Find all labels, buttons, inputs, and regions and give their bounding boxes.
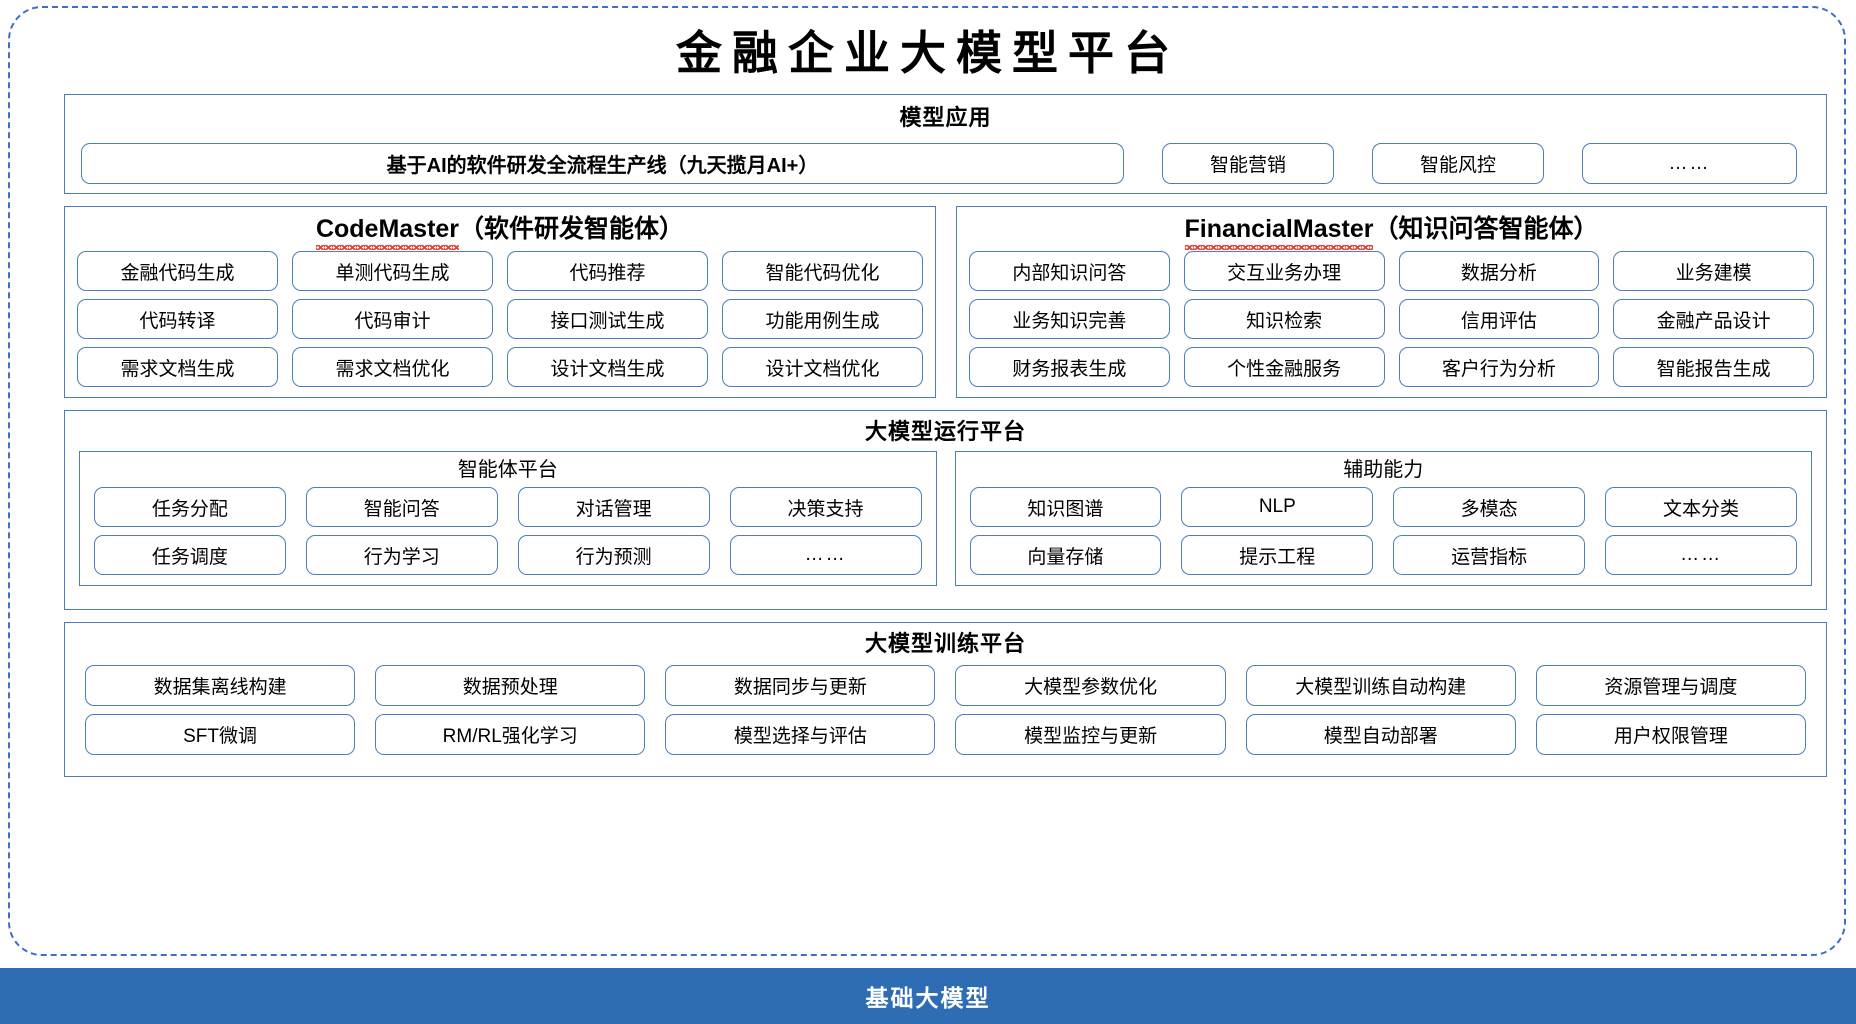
agent-platform-item[interactable]: 任务分配 <box>94 487 286 527</box>
financialmaster-capability[interactable]: 个性金融服务 <box>1183 347 1385 387</box>
application-layer-panel: 模型应用 基于AI的软件研发全流程生产线（九天揽月AI+） 智能营销 智能风控 … <box>64 94 1827 194</box>
financialmaster-capability[interactable]: 信用评估 <box>1398 299 1600 339</box>
codemaster-capability[interactable]: 功能用例生成 <box>722 299 923 339</box>
training-item[interactable]: 用户权限管理 <box>1535 714 1806 755</box>
app-item-intelligent-marketing[interactable]: 智能营销 <box>1162 143 1334 184</box>
codemaster-capability[interactable]: 设计文档生成 <box>507 347 708 387</box>
agent-subtitle-codemaster: （软件研发智能体） <box>459 215 685 243</box>
agent-panel-codemaster: CodeMaster（软件研发智能体） 金融代码生成 单测代码生成 代码推荐 智… <box>64 206 936 398</box>
codemaster-capability[interactable]: 需求文档生成 <box>77 347 278 387</box>
financialmaster-capability[interactable]: 交互业务办理 <box>1183 251 1385 291</box>
codemaster-capability[interactable]: 智能代码优化 <box>722 251 923 291</box>
financialmaster-capability[interactable]: 内部知识问答 <box>969 251 1170 291</box>
runtime-groups-row: 智能体平台 任务分配 智能问答 对话管理 决策支持 任务调度 行为学习 行为预测… <box>79 451 1812 586</box>
runtime-layer-title: 大模型运行平台 <box>864 419 1026 444</box>
application-items-row: 基于AI的软件研发全流程生产线（九天揽月AI+） 智能营销 智能风控 …… <box>81 143 1810 184</box>
codemaster-capability[interactable]: 代码转译 <box>77 299 278 339</box>
codemaster-capability[interactable]: 代码审计 <box>292 299 493 339</box>
auxiliary-capability-item[interactable]: 知识图谱 <box>969 487 1162 527</box>
financialmaster-capability[interactable]: 业务建模 <box>1613 251 1814 291</box>
financialmaster-capability[interactable]: 智能报告生成 <box>1613 347 1814 387</box>
runtime-group-title-auxiliary-capability: 辅助能力 <box>1343 459 1424 481</box>
training-layer-title: 大模型训练平台 <box>864 631 1026 656</box>
codemaster-capability[interactable]: 代码推荐 <box>507 251 708 291</box>
base-model-label: 基础大模型 <box>865 985 991 1011</box>
auxiliary-capability-item[interactable]: 多模态 <box>1393 487 1586 527</box>
auxiliary-capability-item[interactable]: 运营指标 <box>1393 535 1586 575</box>
agent-panel-financialmaster: FinancialMaster（知识问答智能体） 内部知识问答 交互业务办理 数… <box>956 206 1827 398</box>
outer-dashed-frame <box>8 6 1846 956</box>
agent-subtitle-financialmaster: （知识问答智能体） <box>1373 215 1599 243</box>
financialmaster-capability[interactable]: 金融产品设计 <box>1613 299 1814 339</box>
agent-name-financialmaster: FinancialMaster <box>1184 212 1373 250</box>
agent-platform-item[interactable]: 行为预测 <box>517 535 710 575</box>
training-item[interactable]: 模型监控与更新 <box>955 714 1226 755</box>
agent-title-codemaster: CodeMaster（软件研发智能体） <box>65 212 935 250</box>
agent-title-financialmaster: FinancialMaster（知识问答智能体） <box>957 212 1826 250</box>
agent-platform-item-more-ellipsis[interactable]: …… <box>729 535 922 575</box>
base-model-bar: 基础大模型 <box>0 968 1856 1024</box>
training-item[interactable]: 大模型参数优化 <box>955 665 1226 706</box>
codemaster-capability[interactable]: 金融代码生成 <box>77 251 278 291</box>
training-item[interactable]: 大模型训练自动构建 <box>1245 665 1516 706</box>
financialmaster-capability[interactable]: 知识检索 <box>1183 299 1385 339</box>
financialmaster-capability-grid: 内部知识问答 交互业务办理 数据分析 业务建模 业务知识完善 知识检索 信用评估… <box>969 251 1814 387</box>
agent-platform-item[interactable]: 决策支持 <box>729 487 922 527</box>
training-item[interactable]: 资源管理与调度 <box>1535 665 1806 706</box>
financialmaster-capability[interactable]: 业务知识完善 <box>969 299 1170 339</box>
training-item-grid: 数据集离线构建 数据预处理 数据同步与更新 大模型参数优化 大模型训练自动构建 … <box>85 665 1806 755</box>
runtime-group-agent-platform: 智能体平台 任务分配 智能问答 对话管理 决策支持 任务调度 行为学习 行为预测… <box>79 451 937 586</box>
codemaster-capability[interactable]: 需求文档优化 <box>292 347 493 387</box>
auxiliary-capability-item-grid: 知识图谱 NLP 多模态 文本分类 向量存储 提示工程 运营指标 …… <box>969 487 1797 575</box>
financialmaster-capability[interactable]: 数据分析 <box>1398 251 1600 291</box>
page-title: 金融企业大模型平台 <box>676 28 1180 79</box>
training-item[interactable]: RM/RL强化学习 <box>375 714 646 755</box>
codemaster-capability[interactable]: 接口测试生成 <box>507 299 708 339</box>
auxiliary-capability-item[interactable]: 提示工程 <box>1181 535 1374 575</box>
codemaster-capability-grid: 金融代码生成 单测代码生成 代码推荐 智能代码优化 代码转译 代码审计 接口测试… <box>77 251 923 387</box>
auxiliary-capability-item[interactable]: 文本分类 <box>1605 487 1797 527</box>
runtime-group-auxiliary-capability: 辅助能力 知识图谱 NLP 多模态 文本分类 向量存储 提示工程 运营指标 …… <box>954 451 1812 586</box>
financialmaster-capability[interactable]: 客户行为分析 <box>1398 347 1600 387</box>
auxiliary-capability-item-more-ellipsis[interactable]: …… <box>1605 535 1797 575</box>
runtime-group-title-agent-platform: 智能体平台 <box>457 459 558 481</box>
runtime-layer-panel: 大模型运行平台 智能体平台 任务分配 智能问答 对话管理 决策支持 任务调度 行… <box>64 410 1827 610</box>
training-item[interactable]: 模型选择与评估 <box>665 714 936 755</box>
codemaster-capability[interactable]: 单测代码生成 <box>292 251 493 291</box>
auxiliary-capability-item[interactable]: NLP <box>1181 487 1374 527</box>
training-item[interactable]: SFT微调 <box>85 714 356 755</box>
training-layer-panel: 大模型训练平台 数据集离线构建 数据预处理 数据同步与更新 大模型参数优化 大模… <box>64 622 1827 777</box>
codemaster-capability[interactable]: 设计文档优化 <box>722 347 923 387</box>
application-layer-title: 模型应用 <box>899 105 992 130</box>
agent-platform-item[interactable]: 智能问答 <box>305 487 498 527</box>
training-item[interactable]: 数据预处理 <box>375 665 646 706</box>
agent-platform-item[interactable]: 行为学习 <box>305 535 498 575</box>
agent-name-codemaster: CodeMaster <box>315 212 460 250</box>
app-item-more-ellipsis[interactable]: …… <box>1582 143 1797 184</box>
training-item[interactable]: 数据集离线构建 <box>85 665 356 706</box>
agent-platform-item[interactable]: 任务调度 <box>94 535 286 575</box>
training-item[interactable]: 数据同步与更新 <box>665 665 936 706</box>
training-item[interactable]: 模型自动部署 <box>1245 714 1516 755</box>
app-item-ai-pipeline[interactable]: 基于AI的软件研发全流程生产线（九天揽月AI+） <box>81 143 1124 184</box>
app-item-intelligent-risk-control[interactable]: 智能风控 <box>1372 143 1544 184</box>
agent-platform-item-grid: 任务分配 智能问答 对话管理 决策支持 任务调度 行为学习 行为预测 …… <box>94 487 922 575</box>
auxiliary-capability-item[interactable]: 向量存储 <box>969 535 1162 575</box>
agent-platform-item[interactable]: 对话管理 <box>517 487 710 527</box>
financialmaster-capability[interactable]: 财务报表生成 <box>969 347 1170 387</box>
